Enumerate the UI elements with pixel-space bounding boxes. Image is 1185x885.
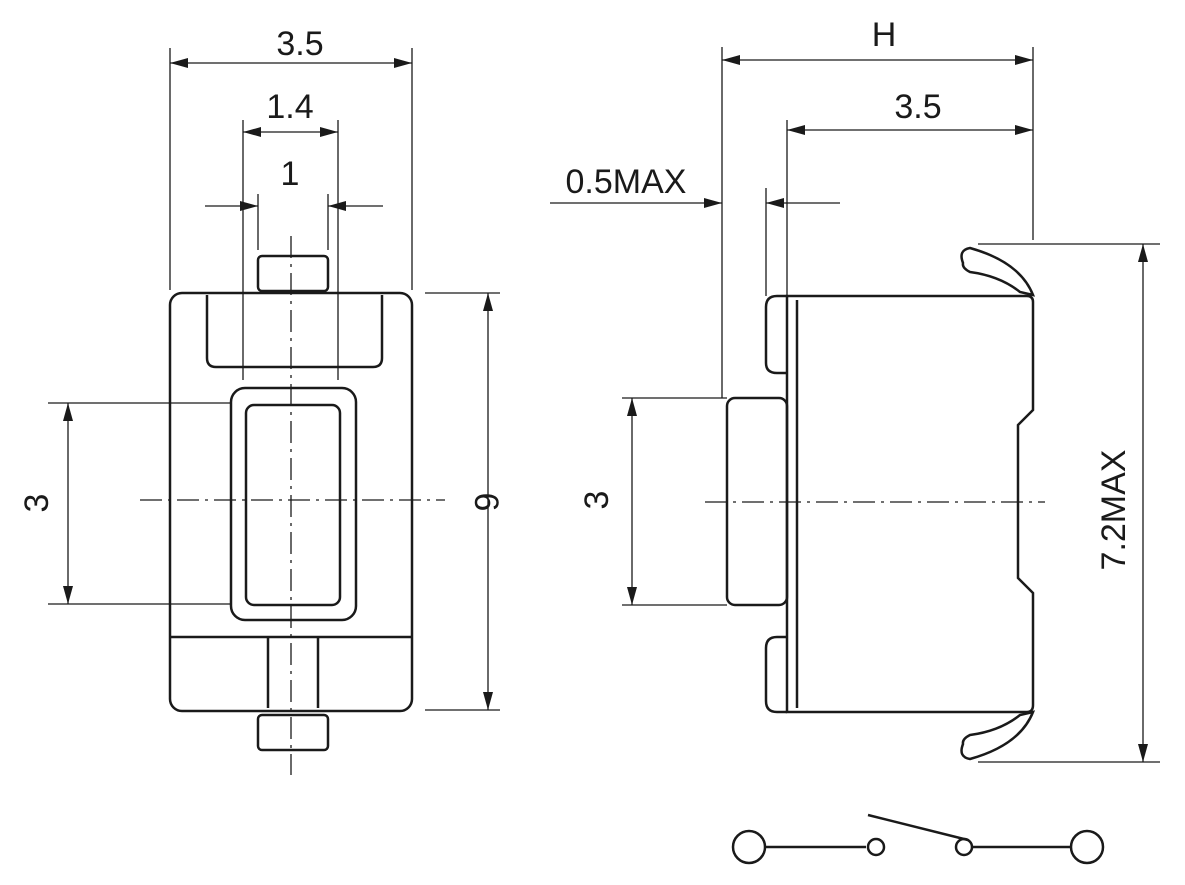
side-body-outline (785, 294, 1035, 714)
front-top-notch (205, 295, 384, 369)
side-dim-total: H (872, 16, 897, 54)
front-dim-stem-outer: 1.4 (266, 88, 313, 126)
switch-terminal-right (1069, 829, 1105, 865)
front-top-terminal (256, 254, 330, 293)
side-top-terminal (960, 246, 1036, 297)
front-bottom-terminal (256, 713, 330, 752)
switch-terminal-left (731, 829, 767, 865)
side-cap-plate (764, 294, 787, 375)
side-dim-cap: 0.5MAX (566, 163, 687, 201)
switch-symbol (731, 813, 1105, 865)
side-dim-button-height: 3 (578, 491, 616, 510)
switch-contact-right (954, 837, 974, 857)
side-dim-terminal-span: 7.2MAX (1095, 450, 1133, 571)
front-view: 3.5 1.4 1 3 6 (18, 25, 505, 775)
front-button-frame (229, 386, 358, 622)
front-dim-stem-inner: 1 (281, 155, 300, 193)
side-dim-body-depth: 3.5 (894, 88, 941, 126)
switch-lever (867, 813, 969, 842)
side-view: H 3.5 0.5MAX 3 7.2MAX (550, 16, 1160, 763)
switch-contact-left (866, 837, 886, 857)
side-cap-plate-bottom (764, 635, 787, 714)
front-dim-width: 3.5 (276, 25, 323, 63)
front-dim-body-height: 6 (467, 493, 505, 512)
side-bottom-terminal (960, 710, 1036, 761)
front-bottom-stem (266, 637, 320, 708)
front-dim-button-height: 3 (18, 494, 56, 513)
front-button-cap (244, 403, 342, 607)
